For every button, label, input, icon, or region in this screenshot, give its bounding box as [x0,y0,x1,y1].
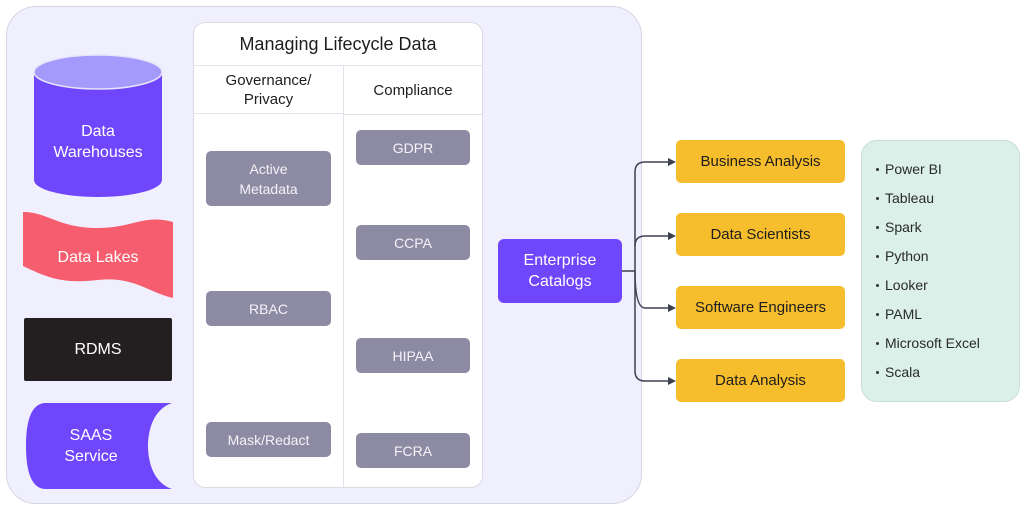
tool-item: Python [876,248,929,264]
tool-item: Microsoft Excel [876,335,980,351]
cylinder-shape [33,54,163,197]
data-warehouses-source: Data Warehouses [33,54,163,198]
tool-item: PAML [876,306,922,322]
source-label: SAAS Service [64,427,118,465]
lifecycle-title: Managing Lifecycle Data [194,23,482,66]
bullet-icon [876,370,879,374]
tool-item: Scala [876,364,920,380]
connector-business-analysis [634,161,668,271]
compliance-item: CCPA [356,225,470,260]
tool-item: Spark [876,219,922,235]
tool-item: Tableau [876,190,934,206]
bullet-icon [876,196,879,200]
connector-lines [622,158,676,385]
bullet-icon [876,167,879,171]
bullet-icon [876,225,879,229]
arrowhead-icon [668,377,676,385]
connector-data-analysis [634,271,668,382]
role-data-analysis: Data Analysis [676,359,845,402]
arrowhead-icon [668,304,676,312]
bullet-icon [876,312,879,316]
connector-data-scientists [634,235,668,247]
enterprise-catalogs-box: Enterprise Catalogs [498,239,622,303]
compliance-item: GDPR [356,130,470,165]
lifecycle-table: Managing Lifecycle Data Governance/ Priv… [193,22,483,488]
bullet-icon [876,341,879,345]
governance-item: Mask/Redact [206,422,331,457]
role-software-engineers: Software Engineers [676,286,845,329]
scroll-shape [26,403,172,489]
bullet-icon [876,254,879,258]
data-lakes-source: Data Lakes [23,210,173,300]
governance-item: RBAC [206,291,331,326]
governance-item: Active Metadata [206,151,331,206]
saas-service-source: SAAS Service [26,403,172,489]
compliance-item: FCRA [356,433,470,468]
arrowhead-icon [668,158,676,166]
tool-item: Looker [876,277,928,293]
rdms-source: RDMS [24,318,172,381]
tool-item: Power BI [876,161,942,177]
wave-shape [23,212,173,298]
bullet-icon [876,283,879,287]
compliance-header: Compliance [344,66,482,115]
arrowhead-icon [668,232,676,240]
connector-software-engineers [634,270,668,309]
governance-header: Governance/ Privacy [194,66,343,114]
column-divider [343,66,344,487]
role-business-analysis: Business Analysis [676,140,845,183]
role-data-scientists: Data Scientists [676,213,845,256]
source-label: Data Warehouses [53,123,143,161]
source-label: Data Lakes [57,248,139,266]
compliance-item: HIPAA [356,338,470,373]
tools-list: Power BI Tableau Spark Python Looker PAM… [861,140,1020,402]
